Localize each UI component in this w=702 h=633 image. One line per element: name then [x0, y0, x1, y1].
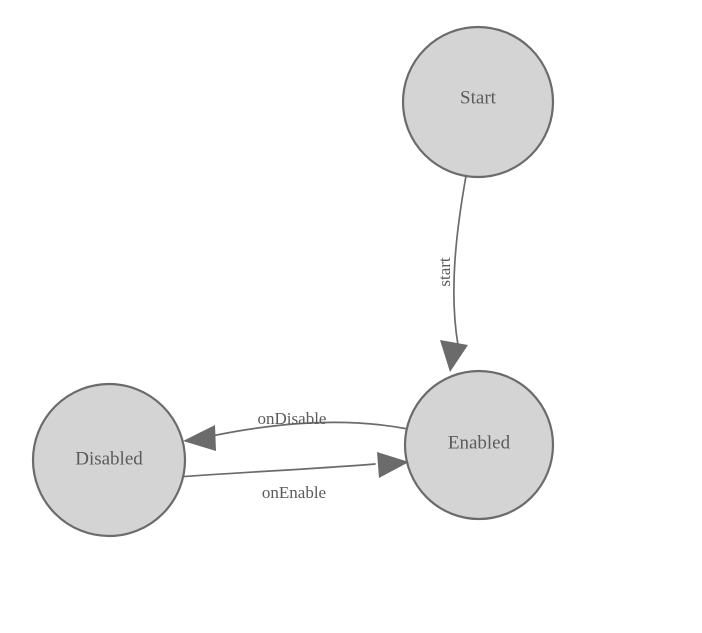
- arrowhead-disabled-to-enabled: [377, 452, 409, 478]
- edge-path-start-to-enabled: [453, 175, 467, 346]
- edge-label-onenable: onEnable: [262, 483, 326, 502]
- node-disabled[interactable]: Disabled: [31, 382, 187, 538]
- arrowhead-enabled-to-disabled: [183, 425, 216, 451]
- node-enabled-circle[interactable]: [403, 369, 555, 521]
- node-enabled-label: Enabled: [448, 432, 511, 453]
- edge-label-ondisable: onDisable: [258, 409, 327, 428]
- edge-enabled-to-disabled: onDisable: [183, 409, 409, 451]
- node-start-label: Start: [460, 87, 497, 108]
- edge-start-to-enabled: start: [435, 175, 468, 372]
- arrowhead-start-to-enabled: [440, 340, 468, 372]
- edge-path-enabled-to-disabled: [206, 421, 409, 438]
- edge-disabled-to-enabled: onEnable: [177, 452, 409, 502]
- node-start[interactable]: Start: [401, 25, 555, 179]
- node-disabled-circle[interactable]: [31, 382, 187, 538]
- edge-label-start: start: [435, 257, 454, 287]
- node-enabled[interactable]: Enabled: [403, 369, 555, 521]
- node-disabled-label: Disabled: [75, 448, 143, 469]
- node-start-circle[interactable]: [401, 25, 555, 179]
- edge-path-disabled-to-enabled: [177, 463, 376, 478]
